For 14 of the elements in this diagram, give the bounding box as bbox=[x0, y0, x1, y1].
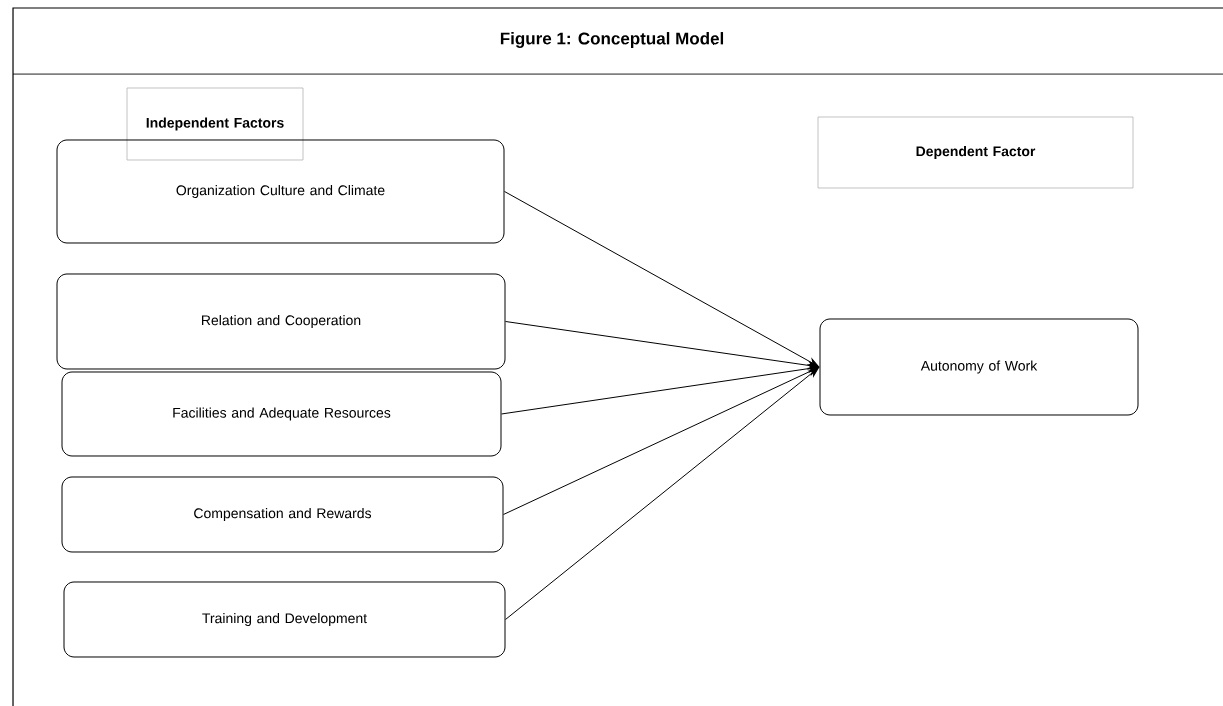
factor-box: Autonomy of Work bbox=[819, 318, 1139, 416]
heading-box: Dependent Factor bbox=[817, 116, 1134, 189]
arrow bbox=[504, 191, 819, 367]
arrow bbox=[501, 364, 819, 415]
factor-box: Relation and Cooperation bbox=[56, 273, 506, 370]
factor-box: Facilities and Adequate Resources bbox=[61, 371, 502, 457]
factor-box: Training and Development bbox=[63, 581, 506, 658]
title: Figure 1: Conceptual Model bbox=[500, 32, 724, 48]
factor-box: Compensation and Rewards bbox=[61, 476, 504, 553]
arrow bbox=[503, 367, 819, 515]
arrow bbox=[505, 321, 819, 370]
factor-box: Organization Culture and Climate bbox=[56, 139, 505, 244]
heading-box: Independent Factors bbox=[126, 87, 304, 161]
arrow bbox=[505, 367, 819, 620]
